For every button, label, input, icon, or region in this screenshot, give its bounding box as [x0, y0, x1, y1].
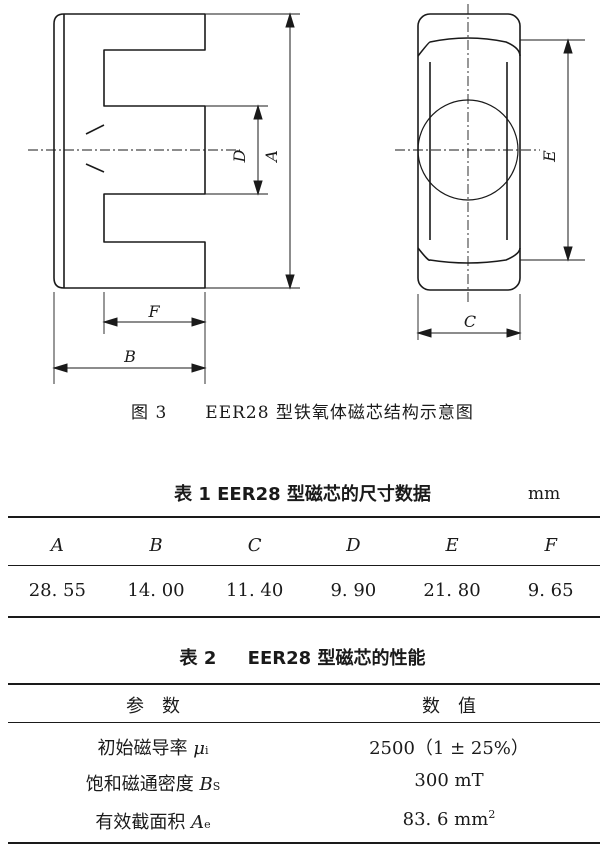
param-subscript: S [212, 780, 221, 793]
table1-mid-rule [8, 565, 600, 566]
table1-header-E: E [445, 535, 459, 556]
param-value: 83. 6 mm [402, 809, 489, 830]
table1-title: 表 1 EER28 型磁芯的尺寸数据 [174, 484, 431, 505]
table1-top-rule [8, 516, 600, 518]
table1-header-row: A B C D E F [8, 535, 600, 556]
table2-bottom-rule [8, 842, 600, 844]
label-A: A [262, 150, 281, 164]
table1-bottom-rule [8, 616, 600, 618]
label-F: F [147, 302, 160, 321]
label-D: D [230, 149, 249, 163]
e-core-outline [53, 13, 206, 289]
label-B: B [123, 347, 136, 366]
table1-header-A: A [50, 535, 64, 556]
table2-top-rule [8, 683, 600, 685]
param-symbol: μ [193, 738, 205, 759]
figure-caption-text: EER28 型铁氧体磁芯结构示意图 [205, 403, 474, 423]
e-core-gap-line-top [85, 124, 105, 135]
param-value: 2500（1 ± 25%） [369, 738, 529, 759]
table1-value-E: 21. 80 [423, 580, 481, 601]
table1-unit: mm [528, 484, 561, 504]
table2-mid-rule [8, 722, 600, 723]
label-E: E [540, 150, 559, 163]
side-view-inner-top [417, 37, 521, 57]
param-label: 有效截面积 [95, 812, 192, 833]
table1-value-A: 28. 55 [28, 580, 86, 601]
param-value: 300 mT [414, 770, 484, 791]
table1-header-B: B [149, 535, 163, 556]
param-symbol: B [199, 774, 213, 795]
table2-title: 表 2 EER28 型磁芯的性能 [179, 648, 426, 669]
figure-caption-number: 图 3 [131, 403, 168, 423]
param-symbol: A [191, 812, 205, 833]
table2-header-param: 参 数 [126, 696, 180, 717]
param-subscript: e [204, 818, 211, 831]
label-C: C [464, 312, 476, 331]
param-subscript: i [204, 744, 209, 757]
table1-value-C: 11. 40 [226, 580, 284, 601]
e-core-gap-line-bottom [85, 163, 105, 173]
table2-header-value: 数 值 [422, 696, 476, 717]
table1-value-row: 28. 55 14. 00 11. 40 9. 90 21. 80 9. 65 [8, 580, 600, 601]
core-structure-figure: A D E F B C [28, 4, 585, 384]
side-view-outline [417, 13, 521, 291]
table1-header-D: D [346, 535, 361, 556]
table1-value-B: 14. 00 [127, 580, 185, 601]
side-view-inner-bottom [417, 247, 521, 264]
param-label: 初始磁导率 [97, 738, 194, 759]
table1-value-D: 9. 90 [330, 580, 377, 601]
figure-caption: 图 3 EER28 型铁氧体磁芯结构示意图 [0, 398, 605, 423]
table1-header-F: F [544, 535, 557, 556]
table1-value-F: 9. 65 [527, 580, 574, 601]
param-label: 饱和磁通密度 [85, 774, 200, 795]
table1-header-C: C [247, 535, 262, 556]
param-value-superscript: 2 [488, 808, 496, 821]
